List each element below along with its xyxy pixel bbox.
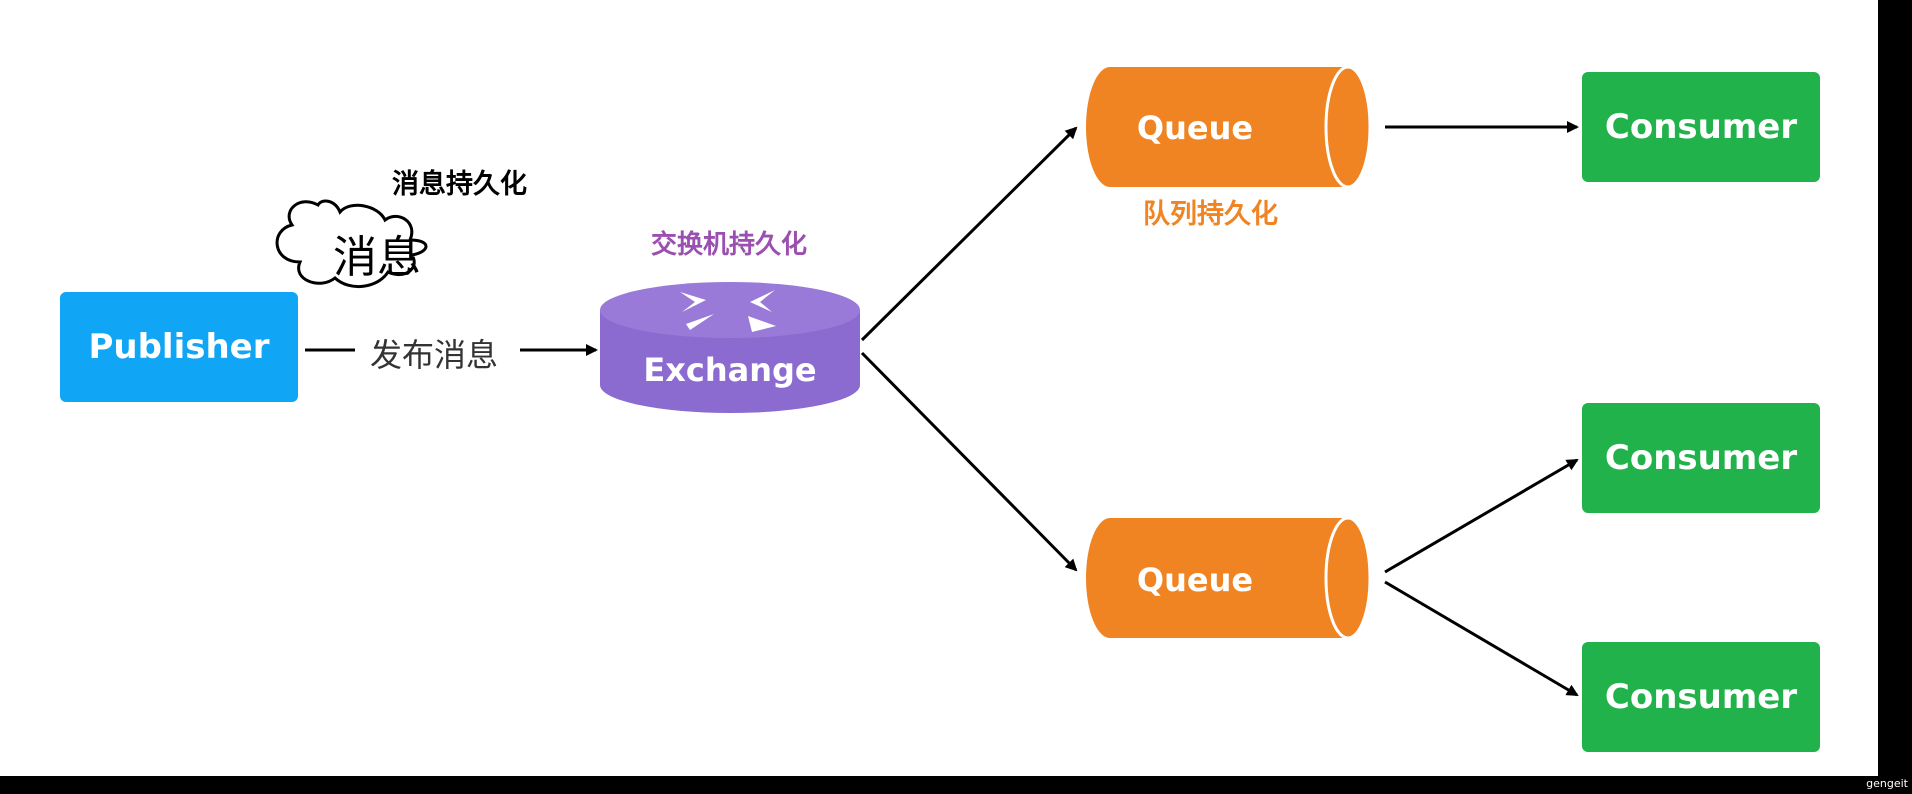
queue-top-node — [1086, 65, 1372, 189]
exchange-label: Exchange — [643, 351, 817, 389]
right-black-strip — [1878, 0, 1912, 794]
diagram-canvas: 消息 — [60, 65, 1820, 752]
exchange-node — [600, 282, 860, 413]
exchange-to-queue-bottom-arrow — [860, 351, 1078, 572]
exchange-to-queue-top-arrow — [860, 126, 1078, 342]
queue-top-label: Queue — [1136, 109, 1254, 147]
bottom-black-strip — [0, 776, 1912, 794]
queue-bottom-node — [1086, 516, 1372, 640]
message-cloud — [275, 199, 428, 289]
queue-bottom-to-consumer-bottom-arrow — [1384, 580, 1579, 697]
consumer-middle-node: Consumer — [1582, 403, 1820, 513]
message-persistence-label: 消息持久化 — [392, 169, 527, 200]
diagram-graphics: 消息 — [275, 65, 1579, 697]
publish-message-label: 发布消息 — [370, 336, 499, 374]
consumer-bottom-node: Consumer — [1582, 642, 1820, 752]
publisher-node: Publisher — [60, 292, 298, 402]
watermark: gengeit — [1866, 777, 1908, 790]
consumer-top-node: Consumer — [1582, 72, 1820, 182]
queue-bottom-label: Queue — [1136, 561, 1254, 599]
queue-bottom-to-consumer-middle-arrow — [1384, 458, 1579, 574]
exchange-persistence-label: 交换机持久化 — [651, 230, 808, 260]
queue-persistence-label: 队列持久化 — [1143, 199, 1278, 230]
cloud-text: 消息 — [333, 232, 421, 283]
exchange-icon — [680, 290, 776, 332]
